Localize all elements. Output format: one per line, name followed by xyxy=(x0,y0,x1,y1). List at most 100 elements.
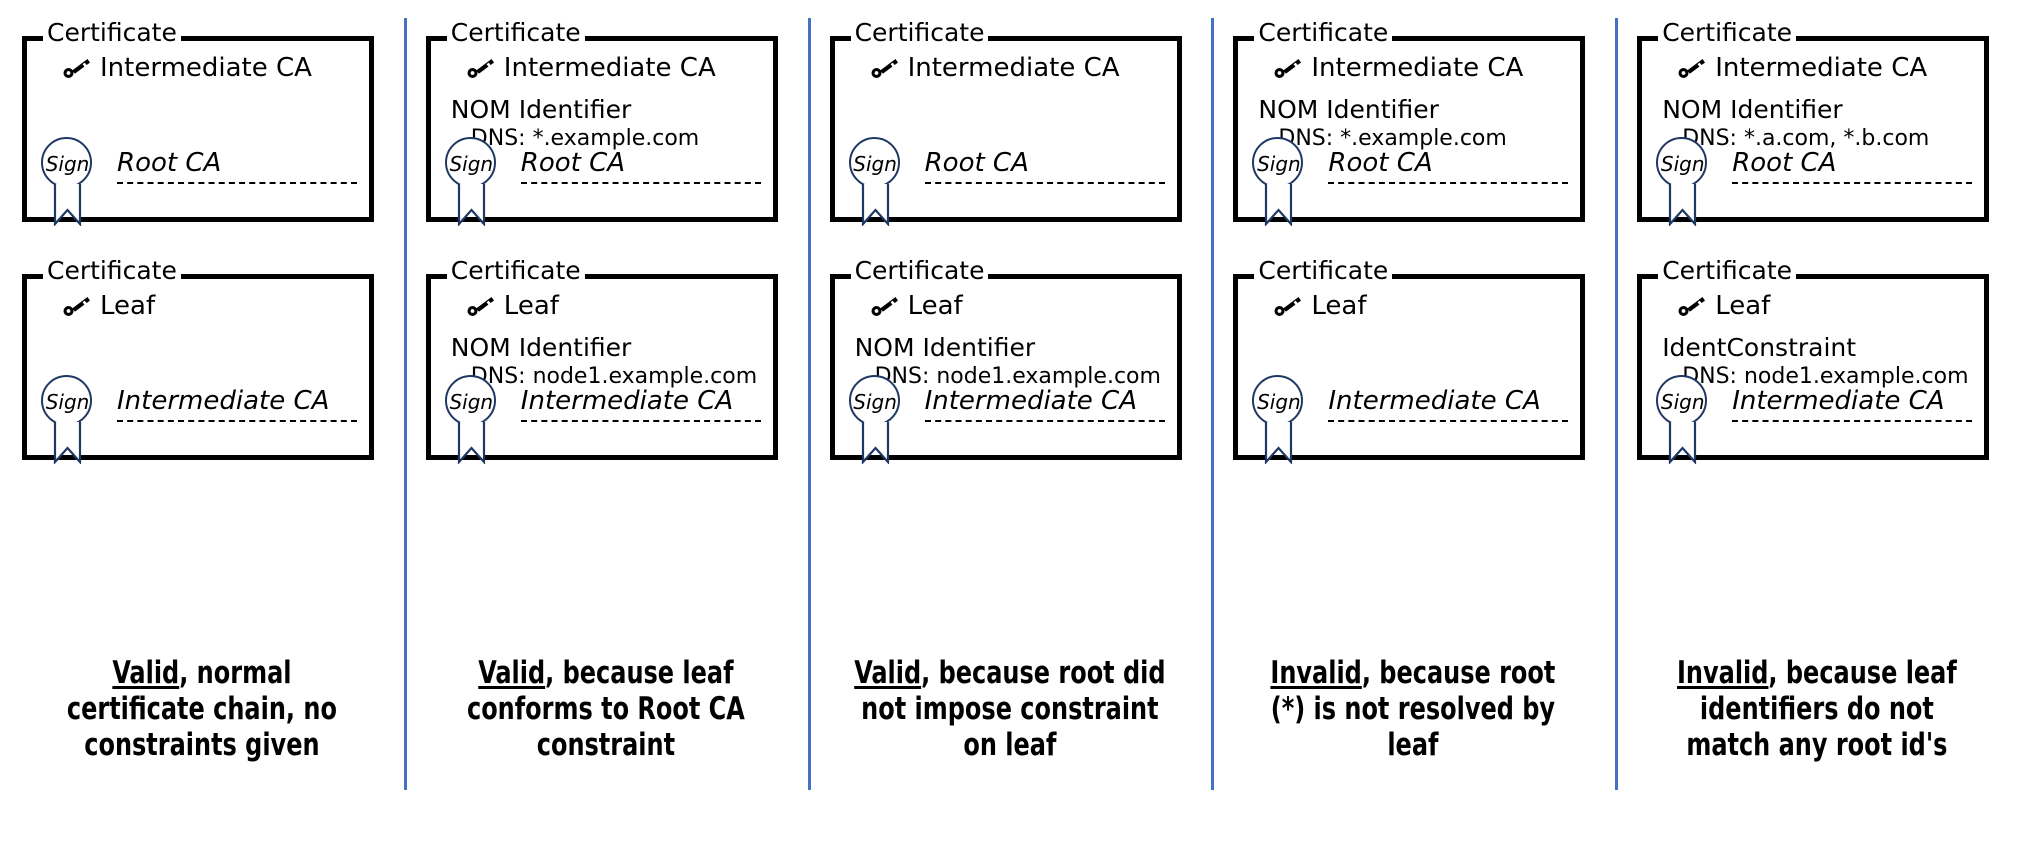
identifier-title: NOM Identifier xyxy=(1662,95,1843,124)
signer-name: Root CA xyxy=(117,147,357,184)
caption-rest: , normal certificate chain, no constrain… xyxy=(66,655,337,763)
certificate-subject-row: Leaf xyxy=(1274,291,1367,321)
seal-ribbon-icon xyxy=(456,184,487,227)
verdict-label: Invalid xyxy=(1677,655,1769,691)
verdict-label: Valid xyxy=(478,655,545,691)
certificate-subject: Intermediate CA xyxy=(1715,53,1928,83)
seal-ribbon-icon xyxy=(1263,184,1294,227)
caption-rest: , because root (*) is not resolved by le… xyxy=(1271,655,1556,763)
seal-ribbon-icon xyxy=(456,422,487,465)
intermediate-certificate-card: Certificate Intermediate CA xyxy=(829,20,1182,227)
certificate-subject: Intermediate CA xyxy=(503,53,716,83)
identifier-value: DNS: *.a.com, *.b.com xyxy=(1682,126,1930,151)
key-icon xyxy=(1274,57,1302,79)
signature-seal: Sign xyxy=(848,137,902,190)
signer-name: Root CA xyxy=(1328,147,1569,184)
certificate-box: Certificate Intermediate CA xyxy=(22,20,374,227)
certificate-legend: Certificate xyxy=(1658,20,1797,45)
certificate-subject: Leaf xyxy=(100,291,156,321)
seal-circle-icon xyxy=(1252,375,1304,426)
signature-area: Sign Intermediate CA xyxy=(1656,375,1976,465)
certificate-legend: Certificate xyxy=(446,20,585,45)
leaf-certificate-card: Certificate Leaf IdentConstraint DNS: no… xyxy=(1637,258,1990,465)
identifier-title: NOM Identifier xyxy=(450,333,632,362)
column-divider xyxy=(807,18,811,790)
signature-area: Sign Root CA xyxy=(1252,137,1572,227)
certificate-subject-row: Intermediate CA xyxy=(871,54,1120,82)
scenario-column-2: Certificate Intermediate CA NOM Identifi… xyxy=(403,0,808,855)
signature-area: Sign Intermediate CA xyxy=(848,375,1169,465)
signer-name: Intermediate CA xyxy=(520,385,761,422)
certificate-subject: Leaf xyxy=(1715,291,1771,321)
certificate-subject-row: Intermediate CA xyxy=(467,54,716,82)
seal-circle-icon xyxy=(848,375,900,426)
seal-label: Sign xyxy=(1257,389,1301,414)
seal-ribbon-icon xyxy=(1667,184,1698,227)
signer-name: Root CA xyxy=(1732,147,1973,184)
identifier-title: NOM Identifier xyxy=(854,333,1036,362)
certificate-box: Certificate Intermediate CA NOM Identifi… xyxy=(1233,20,1586,227)
certificate-legend: Certificate xyxy=(446,258,585,283)
certificate-subject-row: Leaf xyxy=(1678,292,1770,320)
signer-name: Root CA xyxy=(520,147,761,184)
certificate-box: Certificate Intermediate CA xyxy=(829,20,1182,227)
signature-area: Sign Root CA xyxy=(41,137,361,227)
key-icon xyxy=(1678,295,1706,317)
signature-area: Sign Root CA xyxy=(444,137,765,227)
verdict-label: Valid xyxy=(112,655,180,691)
seal-ribbon-icon xyxy=(1667,422,1698,465)
seal-circle-icon xyxy=(41,375,92,426)
certificate-box: Certificate Leaf xyxy=(22,258,374,465)
intermediate-certificate-card: Certificate Intermediate CA NOM Identifi… xyxy=(425,20,778,227)
key-icon xyxy=(1274,295,1302,317)
certificate-identifier-block: NOM Identifier DNS: node1.example.com xyxy=(451,333,765,391)
scenario-column-5: Certificate Intermediate CA NOM Identifi… xyxy=(1615,0,2019,855)
seal-label: Sign xyxy=(45,389,90,414)
identifier-title: NOM Identifier xyxy=(450,95,632,124)
signature-seal: Sign xyxy=(1252,375,1305,428)
scenario-caption: Valid, because leaf conforms to Root CA … xyxy=(448,655,764,763)
signature-area: Sign Root CA xyxy=(848,137,1169,227)
scenario-caption: Invalid, because root (*) is not resolve… xyxy=(1255,655,1571,763)
leaf-certificate-card: Certificate Leaf NOM Identifier DNS: nod… xyxy=(829,258,1182,465)
signature-seal: Sign xyxy=(444,375,498,428)
signature-seal: Sign xyxy=(444,137,498,190)
certificate-box: Certificate Leaf NOM Identifier DNS: nod… xyxy=(425,258,778,465)
signature-area: Sign Intermediate CA xyxy=(1252,375,1572,465)
certificate-legend: Certificate xyxy=(1658,258,1797,283)
signer-name: Intermediate CA xyxy=(117,385,357,422)
key-icon xyxy=(871,57,899,79)
seal-label: Sign xyxy=(449,389,494,414)
signature-area: Sign Intermediate CA xyxy=(41,375,361,465)
signature-area: Sign Root CA xyxy=(1656,137,1976,227)
certificate-subject-row: Leaf xyxy=(871,292,963,320)
certificate-subject: Intermediate CA xyxy=(1311,53,1524,83)
key-icon xyxy=(1678,57,1706,79)
certificate-subject: Leaf xyxy=(907,291,963,321)
identifier-value: DNS: *.example.com xyxy=(470,126,700,151)
verdict-label: Invalid xyxy=(1270,655,1363,691)
signature-seal: Sign xyxy=(41,375,94,428)
seal-label: Sign xyxy=(853,151,897,176)
seal-label: Sign xyxy=(853,389,897,414)
seal-label: Sign xyxy=(1257,151,1301,176)
certificate-identifier-block: NOM Identifier DNS: *.example.com xyxy=(451,95,765,153)
signature-seal: Sign xyxy=(41,137,94,190)
certificate-legend: Certificate xyxy=(1254,20,1393,45)
signature-seal: Sign xyxy=(848,375,902,428)
signer-name: Intermediate CA xyxy=(1328,385,1569,422)
seal-circle-icon xyxy=(444,137,496,188)
caption-rest: , because leaf identifiers do not match … xyxy=(1686,655,1957,763)
certificate-subject: Intermediate CA xyxy=(100,53,312,83)
seal-ribbon-icon xyxy=(860,184,891,227)
certificate-box: Certificate Leaf IdentConstraint DNS: no… xyxy=(1637,258,1990,465)
certificate-subject: Leaf xyxy=(1311,291,1367,321)
certificate-legend: Certificate xyxy=(43,258,181,283)
identifier-value: DNS: node1.example.com xyxy=(470,364,758,389)
seal-ribbon-icon xyxy=(860,422,891,465)
scenario-caption: Valid, because root did not impose const… xyxy=(851,655,1167,763)
certificate-identifier-block: NOM Identifier DNS: node1.example.com xyxy=(855,333,1169,391)
scenario-column-4: Certificate Intermediate CA NOM Identifi… xyxy=(1211,0,1615,855)
certificate-subject: Intermediate CA xyxy=(907,53,1120,83)
seal-ribbon-icon xyxy=(1263,422,1294,465)
